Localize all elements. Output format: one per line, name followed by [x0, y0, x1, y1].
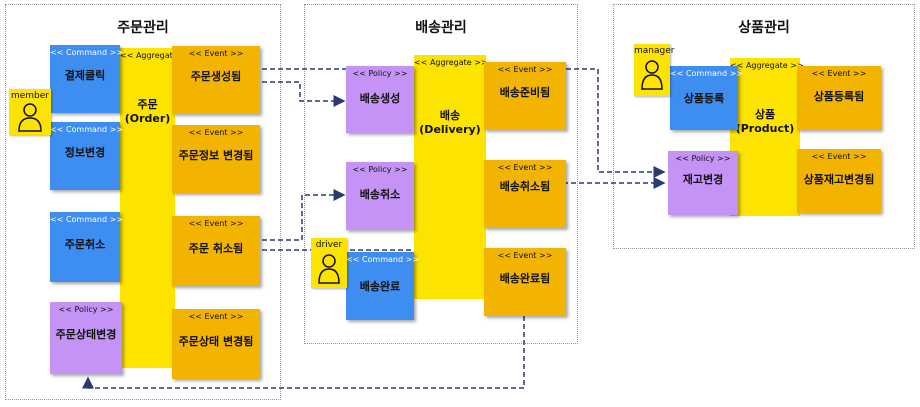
order-info-changed-label: 주문정보 변경됨 — [178, 149, 254, 162]
event-stereotype: << Event >> — [497, 251, 553, 260]
order-cancelled-label: 주문 취소됨 — [188, 242, 244, 255]
aggregate-stereotype: << Aggregate > — [120, 51, 187, 60]
driver-actor-label: driver — [315, 240, 343, 250]
policy-stereotype: << Policy >> — [58, 305, 114, 314]
order-created-event[interactable]: << Event >> 주문생성됨 — [172, 46, 260, 114]
order-cancel-command[interactable]: << Command >> 주문취소 — [50, 212, 124, 282]
person-icon — [318, 254, 340, 284]
delivery-aggregate-english: (Delivery) — [419, 123, 481, 136]
delivery-cancelled-event[interactable]: << Event >> 배송취소됨 — [484, 160, 566, 228]
order-aggregate-english: (Order) — [124, 112, 171, 125]
order-context-title: 주문관리 — [117, 20, 169, 36]
policy-stereotype: << Policy >> — [352, 165, 408, 174]
link-cancelled-to-delivery-cancel — [262, 189, 346, 241]
product-aggregate-english: (Product) — [735, 122, 795, 135]
info-change-label: 정보변경 — [64, 146, 106, 159]
event-stereotype: << Event >> — [188, 312, 244, 321]
command-stereotype: << Command >> — [670, 69, 744, 78]
manager-actor-label: manager — [634, 46, 675, 56]
command-stereotype: << Command >> — [50, 215, 124, 224]
event-stereotype: << Event >> — [811, 69, 867, 78]
pay-click-label: 결제클릭 — [64, 69, 106, 82]
delivery-complete-label: 배송완료 — [359, 280, 401, 293]
link-created-to-delivery-create — [262, 81, 346, 107]
product-registered-event[interactable]: << Event >> 상품등록됨 — [797, 66, 881, 130]
delivery-create-label: 배송생성 — [359, 92, 401, 105]
delivery-context: 배송관리 — [304, 4, 578, 344]
event-stereotype: << Event >> — [188, 219, 244, 228]
delivery-completed-event[interactable]: << Event >> 배송완료됨 — [484, 248, 566, 316]
command-stereotype: << Command >> — [50, 48, 124, 57]
aggregate-stereotype: << Aggregate >> — [414, 58, 488, 67]
delivery-aggregate[interactable]: << Aggregate >> 배송 (Delivery) — [414, 55, 488, 299]
event-stereotype: << Event >> — [188, 49, 244, 58]
order-created-label: 주문생성됨 — [190, 70, 242, 83]
policy-stereotype: << Policy >> — [675, 154, 731, 163]
product-aggregate[interactable]: << Aggregate >> 상품 (Product) — [730, 58, 804, 216]
order-cancel-label: 주문취소 — [64, 238, 106, 251]
product-register-label: 상품등록 — [683, 92, 725, 105]
order-aggregate[interactable]: << Aggregate > 주문 (Order) — [120, 48, 187, 368]
delivery-cancelled-label: 배송취소됨 — [499, 180, 551, 193]
pay-click-command[interactable]: << Command >> 결제클릭 — [50, 45, 124, 113]
delivery-complete-command[interactable]: << Command >> 배송완료 — [346, 252, 420, 320]
product-aggregate-name: 상품 — [754, 108, 776, 121]
order-status-policy-label: 주문상태변경 — [55, 328, 117, 341]
product-registered-label: 상품등록됨 — [813, 90, 865, 103]
info-change-command[interactable]: << Command >> 정보변경 — [50, 122, 124, 190]
delivery-cancel-policy[interactable]: << Policy >> 배송취소 — [346, 162, 414, 230]
delivery-prepared-label: 배송준비됨 — [499, 86, 551, 99]
product-register-command[interactable]: << Command >> 상품등록 — [670, 66, 744, 130]
delivery-cancel-label: 배송취소 — [359, 188, 401, 201]
order-status-changed-event[interactable]: << Event >> 주문상태 변경됨 — [172, 309, 260, 379]
order-info-changed-event[interactable]: << Event >> 주문정보 변경됨 — [172, 125, 260, 193]
person-icon — [641, 60, 663, 90]
order-cancelled-event[interactable]: << Event >> 주문 취소됨 — [172, 216, 260, 286]
stock-change-policy[interactable]: << Policy >> 재고변경 — [668, 151, 738, 215]
product-stock-changed-label: 상품재고변경됨 — [803, 173, 875, 186]
order-aggregate-name: 주문 — [137, 98, 158, 111]
product-context-title: 상품관리 — [738, 20, 790, 36]
driver-actor[interactable]: driver — [311, 238, 347, 288]
event-stereotype: << Event >> — [188, 128, 244, 137]
delivery-context-title: 배송관리 — [415, 20, 467, 36]
member-actor[interactable]: member — [9, 89, 51, 135]
stock-change-label: 재고변경 — [682, 173, 724, 186]
policy-stereotype: << Policy >> — [352, 69, 408, 78]
event-stereotype: << Event >> — [497, 163, 553, 172]
person-icon — [18, 103, 42, 132]
command-stereotype: << Command >> — [50, 125, 124, 134]
delivery-completed-label: 배송완료됨 — [499, 272, 551, 285]
product-stock-changed-event[interactable]: << Event >> 상품재고변경됨 — [797, 149, 881, 213]
delivery-aggregate-name: 배송 — [439, 109, 461, 122]
link-delivery-completed-to-order-status — [82, 316, 525, 389]
event-stereotype: << Event >> — [811, 152, 867, 161]
delivery-create-policy[interactable]: << Policy >> 배송생성 — [346, 66, 414, 133]
delivery-prepared-event[interactable]: << Event >> 배송준비됨 — [484, 62, 566, 130]
member-actor-label: member — [10, 91, 50, 101]
aggregate-stereotype: << Aggregate >> — [730, 61, 804, 70]
order-status-changed-label: 주문상태 변경됨 — [178, 335, 254, 348]
manager-actor[interactable]: manager — [634, 44, 675, 96]
command-stereotype: << Command >> — [346, 255, 420, 264]
product-context: 상품관리 — [613, 4, 915, 249]
order-context: 주문관리 — [5, 4, 281, 400]
event-stereotype: << Event >> — [497, 65, 553, 74]
order-status-policy[interactable]: << Policy >> 주문상태변경 — [50, 302, 122, 374]
